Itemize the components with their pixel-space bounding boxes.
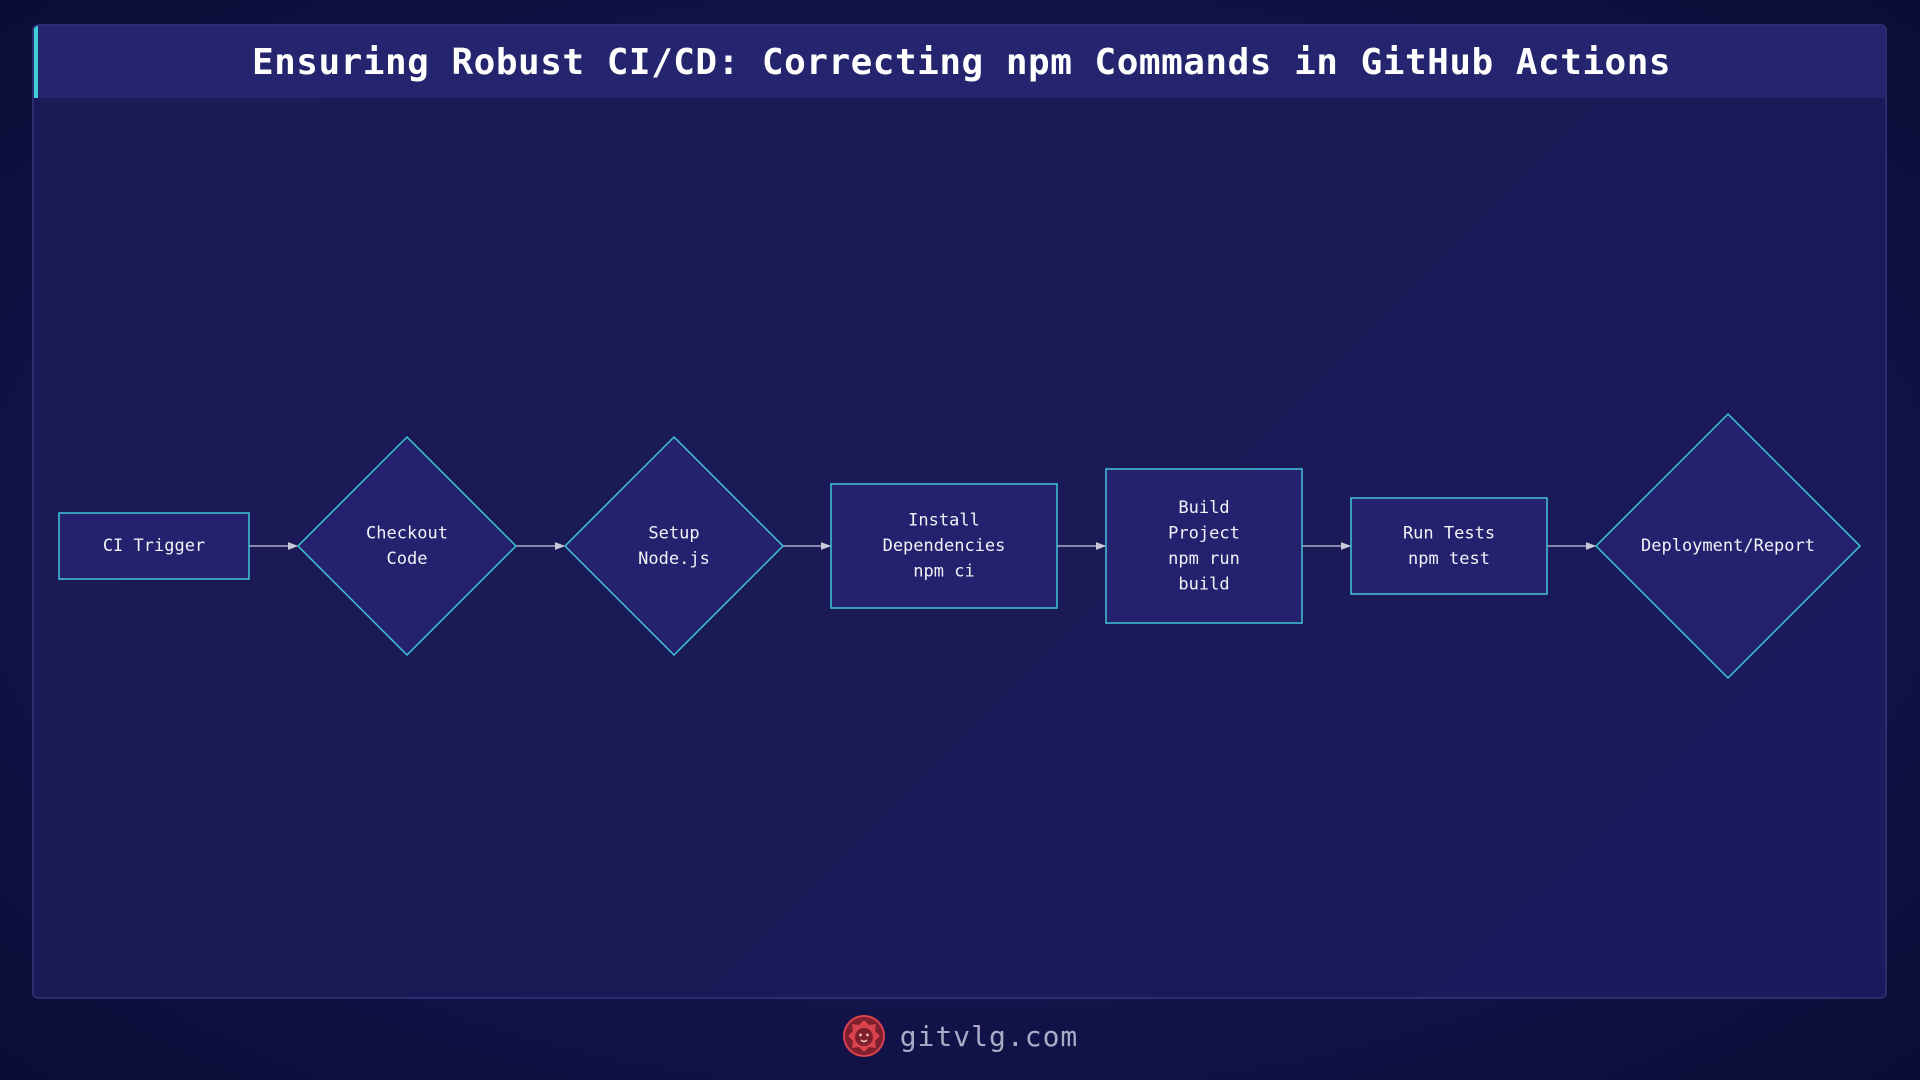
node-label: Deployment/Report <box>1641 536 1815 556</box>
node-diamond-setup-node <box>563 435 785 657</box>
node-label: CI Trigger <box>103 536 205 556</box>
node-ci-trigger: CI Trigger <box>58 512 250 580</box>
node-label: Build <box>1178 498 1229 518</box>
node-label: Code <box>387 549 428 569</box>
title-bar: Ensuring Robust CI/CD: Correcting npm Co… <box>34 26 1885 98</box>
node-label: Node.js <box>638 549 710 569</box>
node-deployment-report: Deployment/Report <box>1594 412 1862 680</box>
node-diamond-checkout-code <box>296 435 518 657</box>
node-box-build-project <box>1105 468 1303 624</box>
node-diamond-deployment-report <box>1594 412 1862 680</box>
nodes-layer: CI TriggerCheckoutCodeSetupNode.jsInstal… <box>58 412 1862 680</box>
node-label: Install <box>908 511 980 531</box>
node-label: npm ci <box>913 562 974 582</box>
node-box-run-tests <box>1350 497 1548 595</box>
node-label: Project <box>1168 523 1240 543</box>
node-box-install-deps <box>830 483 1058 609</box>
node-label: npm run <box>1168 549 1240 569</box>
footer: gitvlg.com <box>0 1008 1920 1064</box>
node-label: npm test <box>1408 549 1490 569</box>
node-box-ci-trigger <box>58 512 250 580</box>
page-title: Ensuring Robust CI/CD: Correcting npm Co… <box>251 41 1672 83</box>
footer-site-link[interactable]: gitvlg.com <box>899 1019 1079 1053</box>
node-label: Dependencies <box>883 536 1006 556</box>
node-label: Checkout <box>366 523 448 543</box>
lion-head-icon <box>842 1015 885 1057</box>
node-label: build <box>1178 574 1229 594</box>
node-run-tests: Run Tests npm test <box>1350 497 1548 595</box>
node-label: Setup <box>648 523 699 543</box>
node-label: Run Tests <box>1403 523 1495 543</box>
